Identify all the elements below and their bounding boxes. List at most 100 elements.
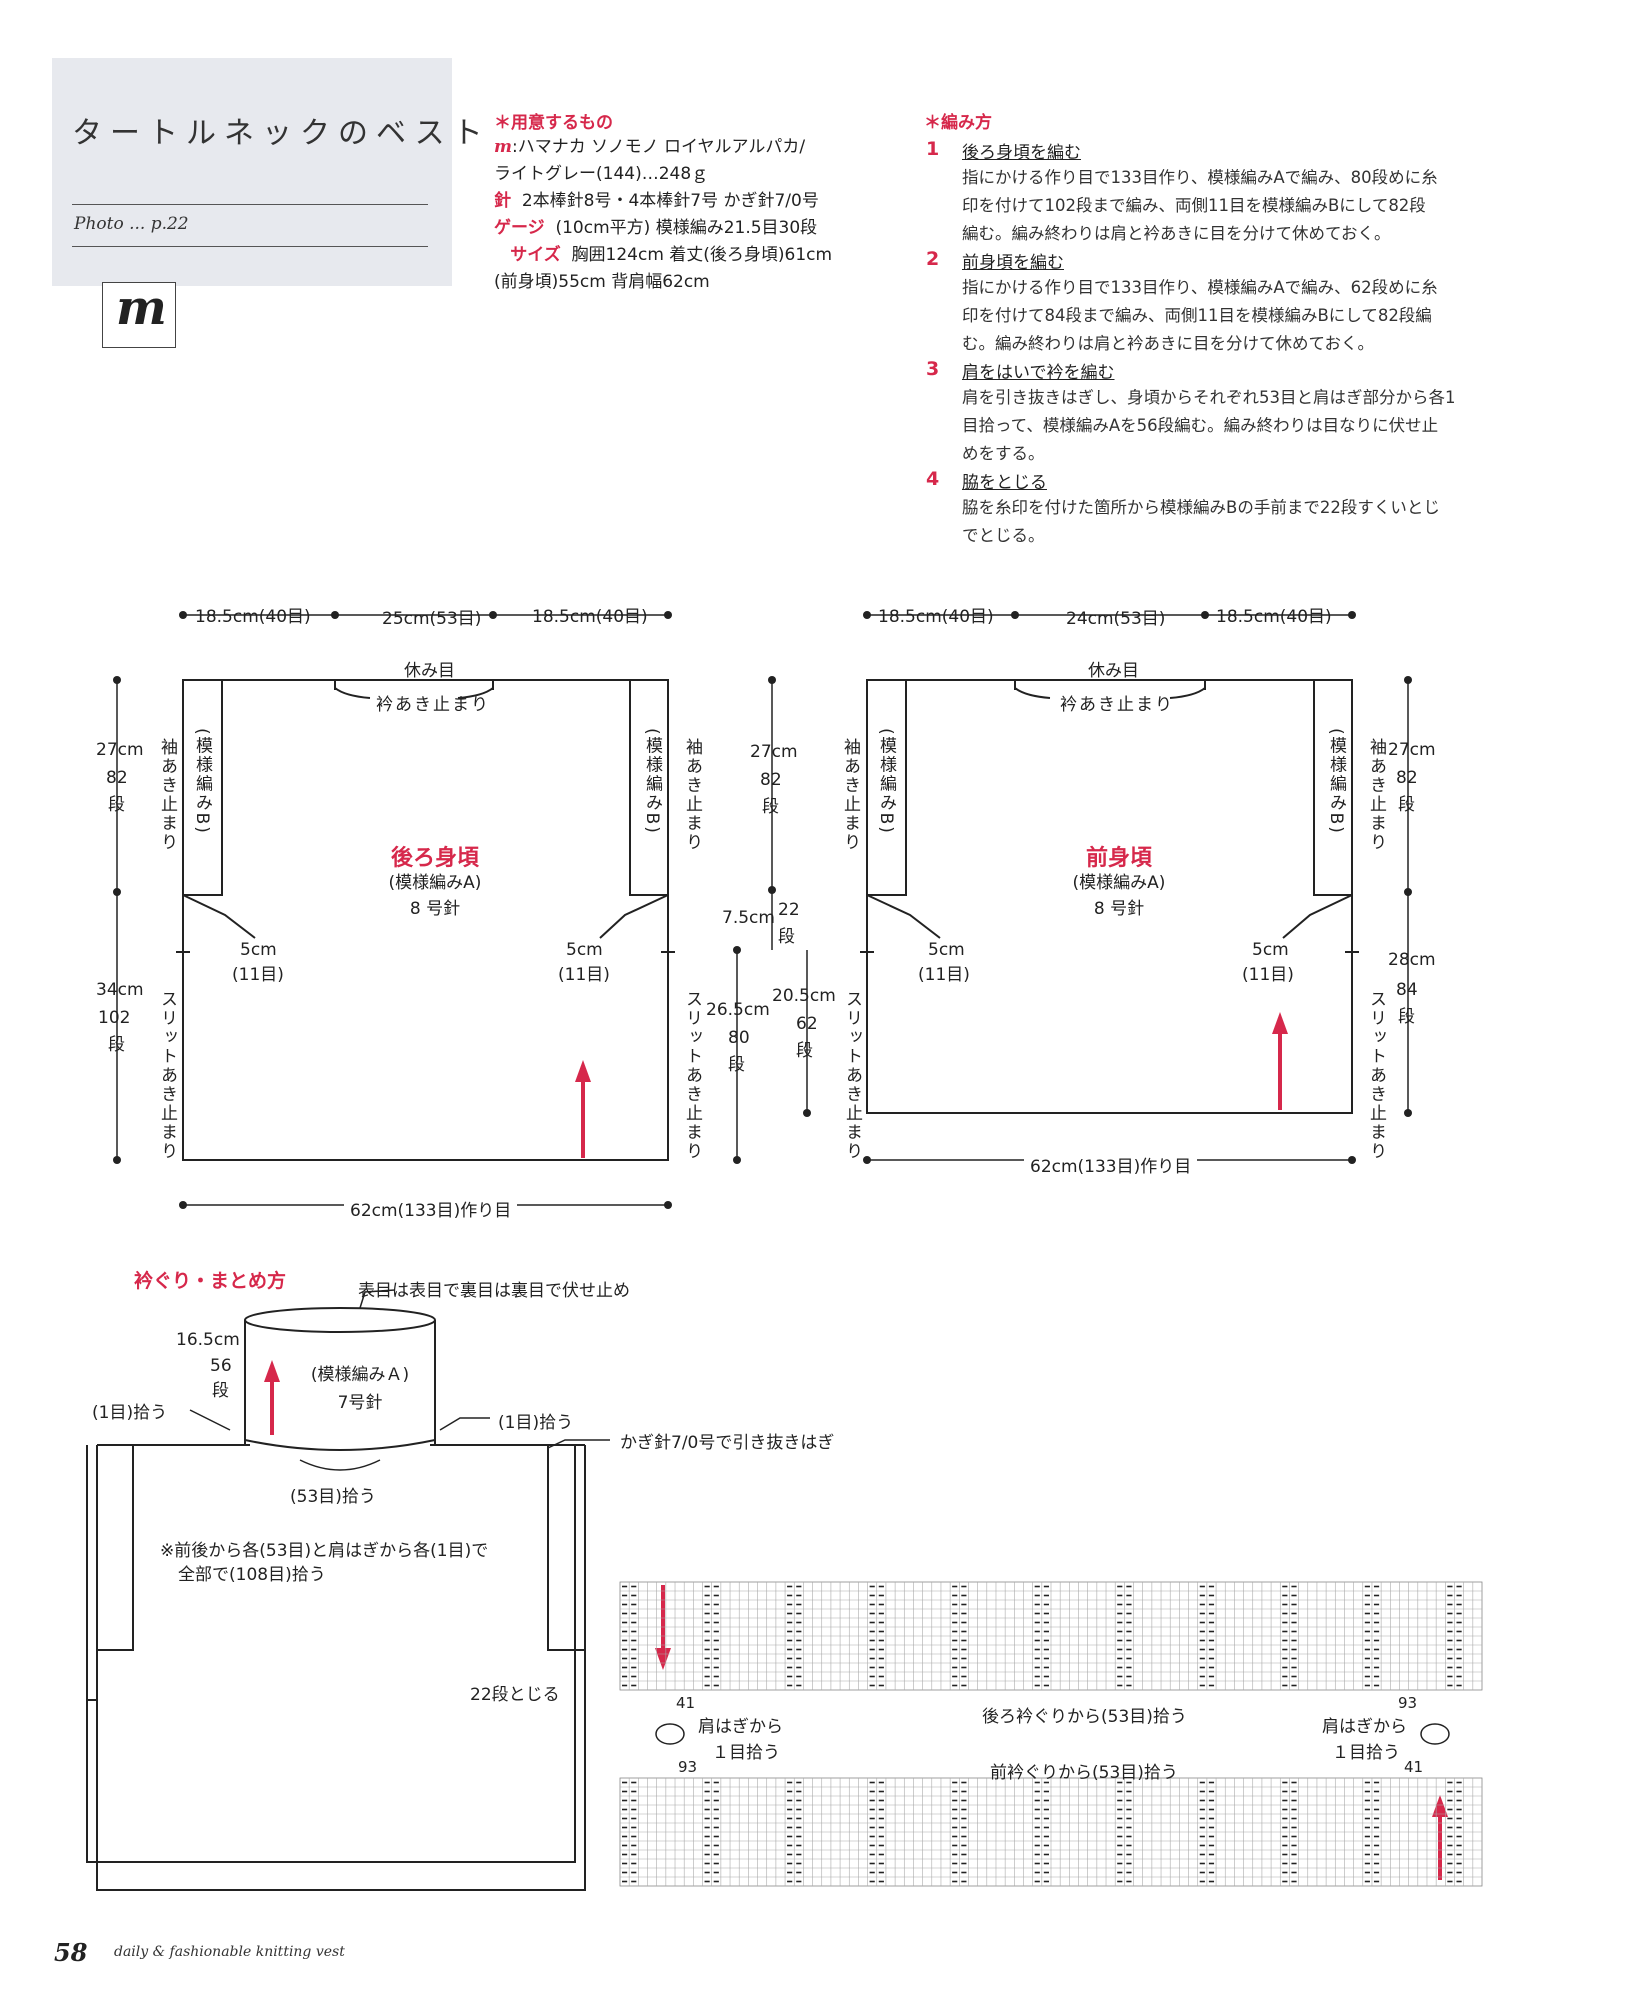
front-inset-left-cm: 5cm bbox=[928, 940, 965, 960]
gauge-text: (10cm平方) 模様編み21.5目30段 bbox=[555, 218, 818, 238]
step-2-line: む。編み終わりは肩と衿あきに目を分けて休めておく。 bbox=[962, 334, 1375, 353]
pick-53-label: (53目)拾う bbox=[290, 1487, 376, 1507]
front-slit-stop-right: スリットあき止まり bbox=[1366, 990, 1386, 1161]
collar-height: 16.5cm bbox=[176, 1330, 240, 1350]
chart-num-93-top: 93 bbox=[1398, 1694, 1418, 1712]
front-neck-stop-label: 衿あき止まり bbox=[1060, 695, 1174, 715]
step-3-line: 肩を引き抜きはぎし、身頃からそれぞれ53目と肩はぎ部分から各1 bbox=[962, 388, 1456, 407]
gauge-label: ゲージ bbox=[494, 218, 545, 238]
needle-label: 針 bbox=[494, 191, 511, 211]
pick-left-label: (1目)拾う bbox=[92, 1403, 168, 1423]
front-pattern-b-right: (模様編みB) bbox=[1326, 728, 1346, 835]
chart-num-93-bot: 93 bbox=[678, 1758, 698, 1776]
back-body-title: 後ろ身頃 bbox=[390, 846, 479, 871]
yarn-line1: :ハマナカ ソノモノ ロイヤルアルパカ/ bbox=[512, 137, 806, 157]
collar-rows: 56 bbox=[210, 1356, 232, 1376]
back-right-strip bbox=[629, 680, 668, 896]
assembly-body-front bbox=[86, 1445, 576, 1863]
mid-back-lower-rows: 80 bbox=[728, 1028, 750, 1048]
back-slit-stop-left: スリットあき止まり bbox=[157, 990, 177, 1161]
shoulder-pickup-oval-left bbox=[655, 1723, 685, 1745]
back-armhole-rows: 82 bbox=[106, 768, 128, 788]
shoulder-left-line1: 肩はぎから bbox=[698, 1717, 783, 1737]
collar-dan: 段 bbox=[212, 1381, 229, 1401]
assembly-heading: 衿ぐり・まとめ方 bbox=[134, 1270, 287, 1292]
step-1-line: 印を付けて102段まで編み、両側11目を模様編みBにして82段 bbox=[962, 196, 1426, 215]
back-lower-rows: 102 bbox=[98, 1008, 131, 1028]
back-lower-dan: 段 bbox=[108, 1035, 125, 1055]
back-bottom-dim: 62cm(133目)作り目 bbox=[344, 1196, 518, 1221]
assembly-body-back bbox=[96, 1445, 586, 1891]
materials-heading: ＊用意するもの bbox=[494, 113, 613, 133]
step-4-line: 脇を糸印を付けた箇所から模様編みBの手前まで22段すくいとじ bbox=[962, 498, 1440, 517]
photo-reference: Photo ... p.22 bbox=[74, 214, 189, 234]
front-pattern-a: (模様編みA) bbox=[1072, 873, 1166, 893]
shoulder-right-line2: １目拾う bbox=[1332, 1743, 1400, 1763]
back-right-inset bbox=[599, 894, 669, 939]
shoulder-left-line2: １目拾う bbox=[712, 1743, 780, 1763]
front-body-outline bbox=[866, 679, 1353, 1114]
size-label: サイズ bbox=[510, 245, 561, 265]
assembly-note-line2: 全部で(108目)拾う bbox=[178, 1565, 326, 1585]
collar-needle: 7号針 bbox=[337, 1393, 383, 1413]
step-4-number: 4 bbox=[926, 468, 940, 490]
seam-label: 22段とじる bbox=[470, 1685, 560, 1705]
step-2-line: 指にかける作り目で133目作り、模様編みAで編み、62段めに糸 bbox=[962, 278, 1438, 297]
step-2-title: 前身頃を編む bbox=[962, 253, 1064, 273]
brand-mark: m bbox=[116, 280, 167, 336]
front-right-inset bbox=[1282, 894, 1353, 939]
instructions-heading: ＊編み方 bbox=[924, 113, 992, 133]
shoulder-pickup-oval-right bbox=[1420, 1723, 1450, 1745]
front-lower-dan: 段 bbox=[1398, 1007, 1415, 1027]
front-neck-pick-label: 前衿ぐりから(53目)拾う bbox=[990, 1763, 1178, 1783]
back-neck-stop-label: 衿あき止まり bbox=[376, 695, 490, 715]
back-rest-label: 休み目 bbox=[404, 661, 455, 681]
back-body-outline bbox=[182, 679, 669, 1161]
step-1-number: 1 bbox=[926, 138, 940, 160]
front-inset-left-sts: (11目) bbox=[918, 965, 970, 985]
front-sleeve-stop-right: 袖あき止まり bbox=[1366, 738, 1386, 852]
front-left-inset bbox=[866, 894, 941, 939]
brand-mark-box bbox=[102, 282, 176, 348]
front-inset-right-cm: 5cm bbox=[1252, 940, 1289, 960]
front-pattern-b-left: (模様編みB) bbox=[876, 728, 896, 835]
header-card bbox=[52, 58, 452, 286]
step-3-line: 目拾って、模様編みAを56段編む。編み終わりは目なりに伏せ止 bbox=[962, 416, 1439, 435]
mid-armhole-dan: 段 bbox=[762, 797, 779, 817]
front-armhole-dan: 段 bbox=[1398, 795, 1415, 815]
step-4-line: でとじる。 bbox=[962, 526, 1045, 545]
header-rule-top bbox=[72, 204, 428, 205]
front-top-mid-dim: 24cm(53目) bbox=[1066, 609, 1166, 629]
step-3-title: 肩をはいで衿を編む bbox=[962, 363, 1115, 383]
step-1-body: 指にかける作り目で133目作り、模様編みAで編み、80段めに糸 印を付けて102… bbox=[962, 164, 1492, 248]
front-rest-label: 休み目 bbox=[1088, 661, 1139, 681]
front-bottom-dim: 62cm(133目)作り目 bbox=[1024, 1152, 1198, 1177]
back-inset-left-sts: (11目) bbox=[232, 965, 284, 985]
step-4-body: 脇を糸印を付けた箇所から模様編みBの手前まで22段すくいとじ でとじる。 bbox=[962, 494, 1492, 550]
assembly-note-line1: ※前後から各(53目)と肩はぎから各(1目)で bbox=[160, 1541, 489, 1561]
step-2-number: 2 bbox=[926, 248, 940, 270]
step-2-line: 印を付けて84段まで編み、両側11目を模様編みBにして82段編 bbox=[962, 306, 1432, 325]
mid-front-lower-cm: 20.5cm bbox=[772, 986, 836, 1006]
size-line2: (前身頃)55cm 背肩幅62cm bbox=[494, 272, 710, 292]
front-lower-height: 28cm bbox=[1388, 950, 1436, 970]
back-pattern-b-left: (模様編みB) bbox=[192, 728, 212, 835]
back-armhole-dan: 段 bbox=[108, 795, 125, 815]
pattern-title: タートルネックのベスト bbox=[72, 116, 491, 151]
front-sleeve-stop-left: 袖あき止まり bbox=[840, 738, 860, 852]
back-lower-height: 34cm bbox=[96, 980, 144, 1000]
step-1-line: 指にかける作り目で133目作り、模様編みAで編み、80段めに糸 bbox=[962, 168, 1438, 187]
step-3-body: 肩を引き抜きはぎし、身頃からそれぞれ53目と肩はぎ部分から各1 目拾って、模様編… bbox=[962, 384, 1492, 468]
front-top-left-dim: 18.5cm(40目) bbox=[878, 607, 994, 627]
collar-top bbox=[244, 1307, 436, 1333]
mid-armhole-rows: 82 bbox=[760, 770, 782, 790]
front-lower-rows: 84 bbox=[1396, 980, 1418, 1000]
step-2-body: 指にかける作り目で133目作り、模様編みAで編み、62段めに糸 印を付けて84段… bbox=[962, 274, 1492, 358]
yarn-line2: ライトグレー(144)…248ｇ bbox=[494, 164, 709, 184]
front-armhole-rows: 82 bbox=[1396, 768, 1418, 788]
back-sleeve-stop-left: 袖あき止まり bbox=[157, 738, 177, 852]
front-slit-stop-left: スリットあき止まり bbox=[842, 990, 862, 1161]
back-pattern-b-right: (模様編みB) bbox=[642, 728, 662, 835]
step-1-line: 編む。編み終わりは肩と衿あきに目を分けて休めておく。 bbox=[962, 224, 1391, 243]
